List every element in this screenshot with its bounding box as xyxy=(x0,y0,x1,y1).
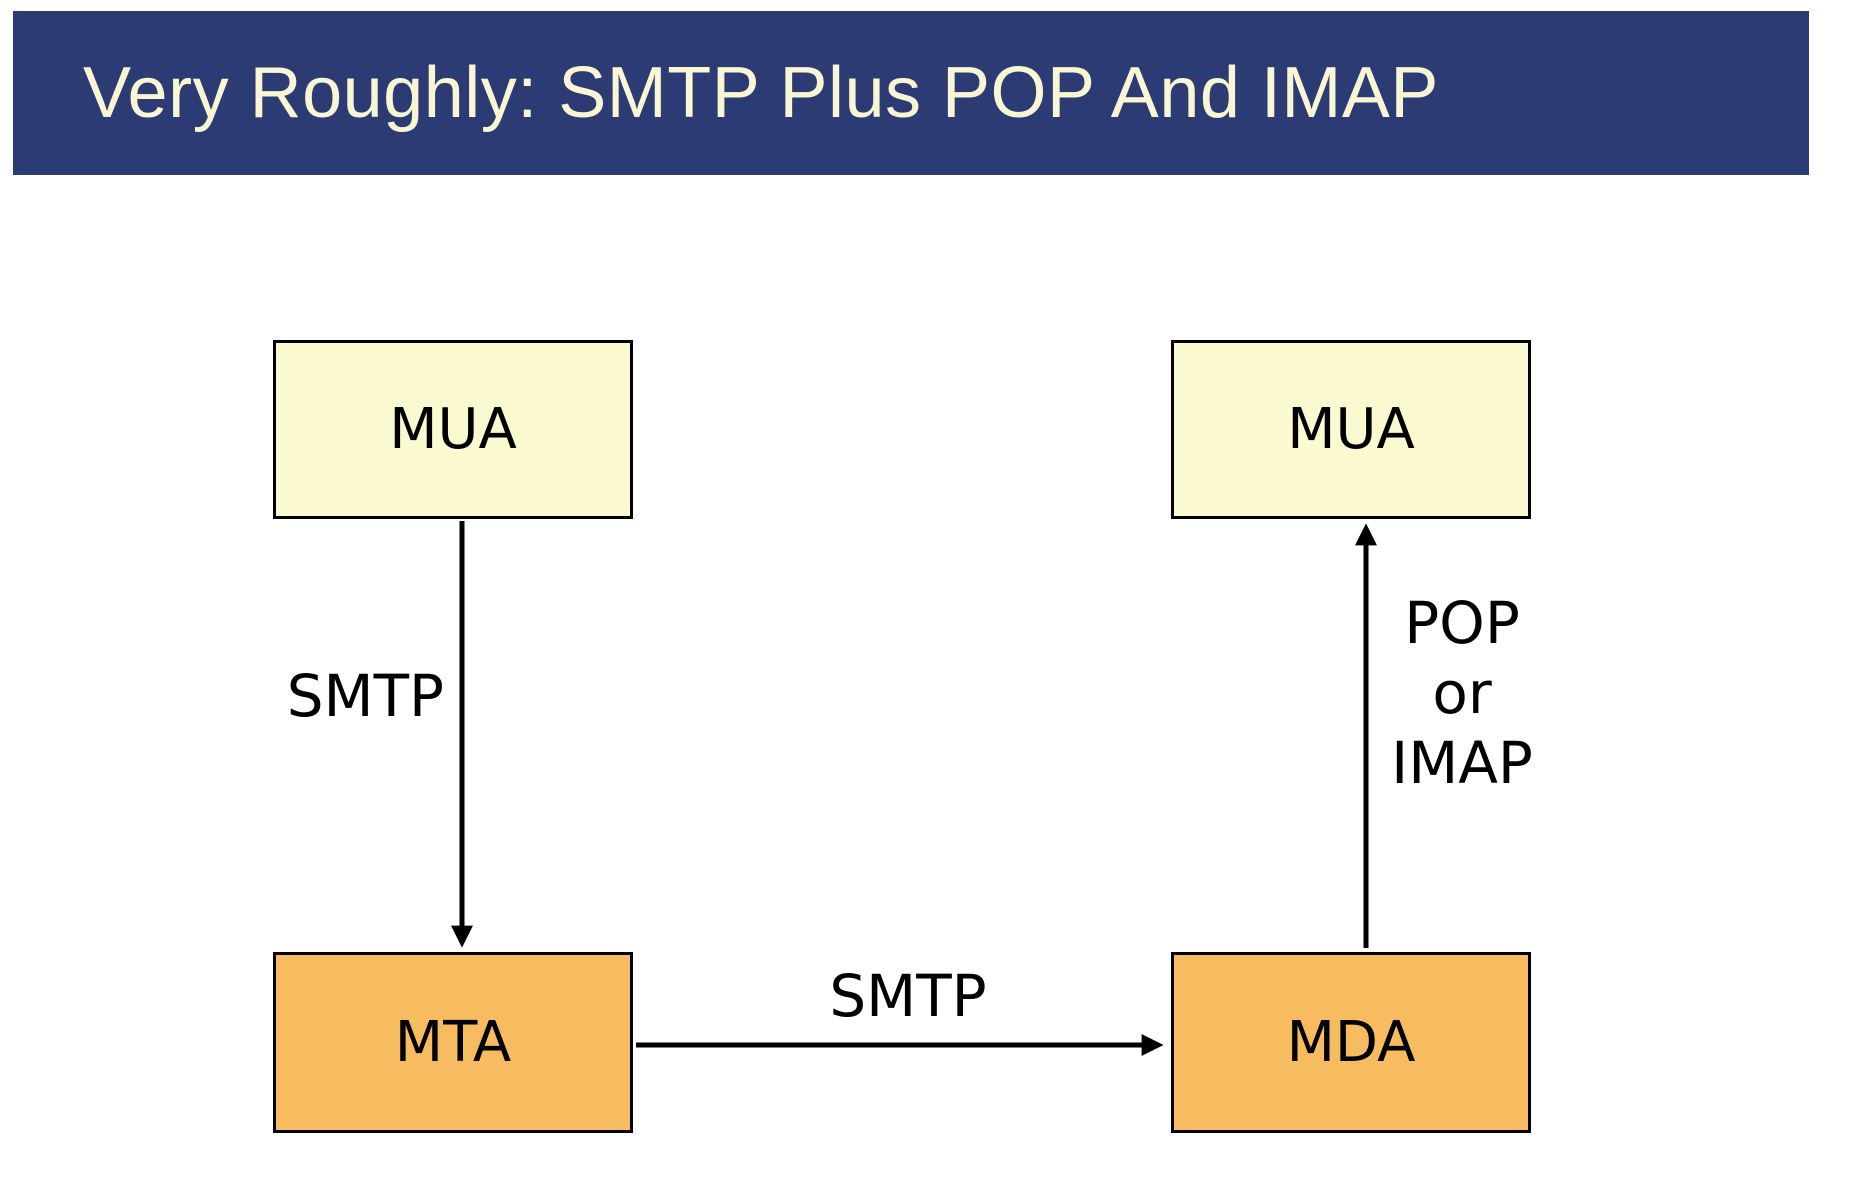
node-label-mua-recipient: MUA xyxy=(1287,397,1415,462)
node-mua-sender: MUA xyxy=(273,340,633,519)
node-label-mua-sender: MUA xyxy=(389,397,517,462)
edge-label-pop: POP xyxy=(1404,589,1520,657)
node-mta: MTA xyxy=(273,952,633,1133)
edge-label-pop-imap: POP or IMAP xyxy=(1372,588,1552,798)
node-label-mda: MDA xyxy=(1286,1010,1416,1075)
slide-title: Very Roughly: SMTP Plus POP And IMAP xyxy=(83,53,1439,133)
edge-label-imap: IMAP xyxy=(1391,729,1533,797)
node-mda: MDA xyxy=(1171,952,1531,1133)
edge-label-or: or xyxy=(1432,659,1492,727)
edge-label-smtp-relay: SMTP xyxy=(829,962,987,1030)
title-banner: Very Roughly: SMTP Plus POP And IMAP xyxy=(13,11,1809,175)
node-label-mta: MTA xyxy=(394,1010,512,1075)
node-mua-recipient: MUA xyxy=(1171,340,1531,519)
edge-label-smtp-send: SMTP xyxy=(286,662,444,730)
